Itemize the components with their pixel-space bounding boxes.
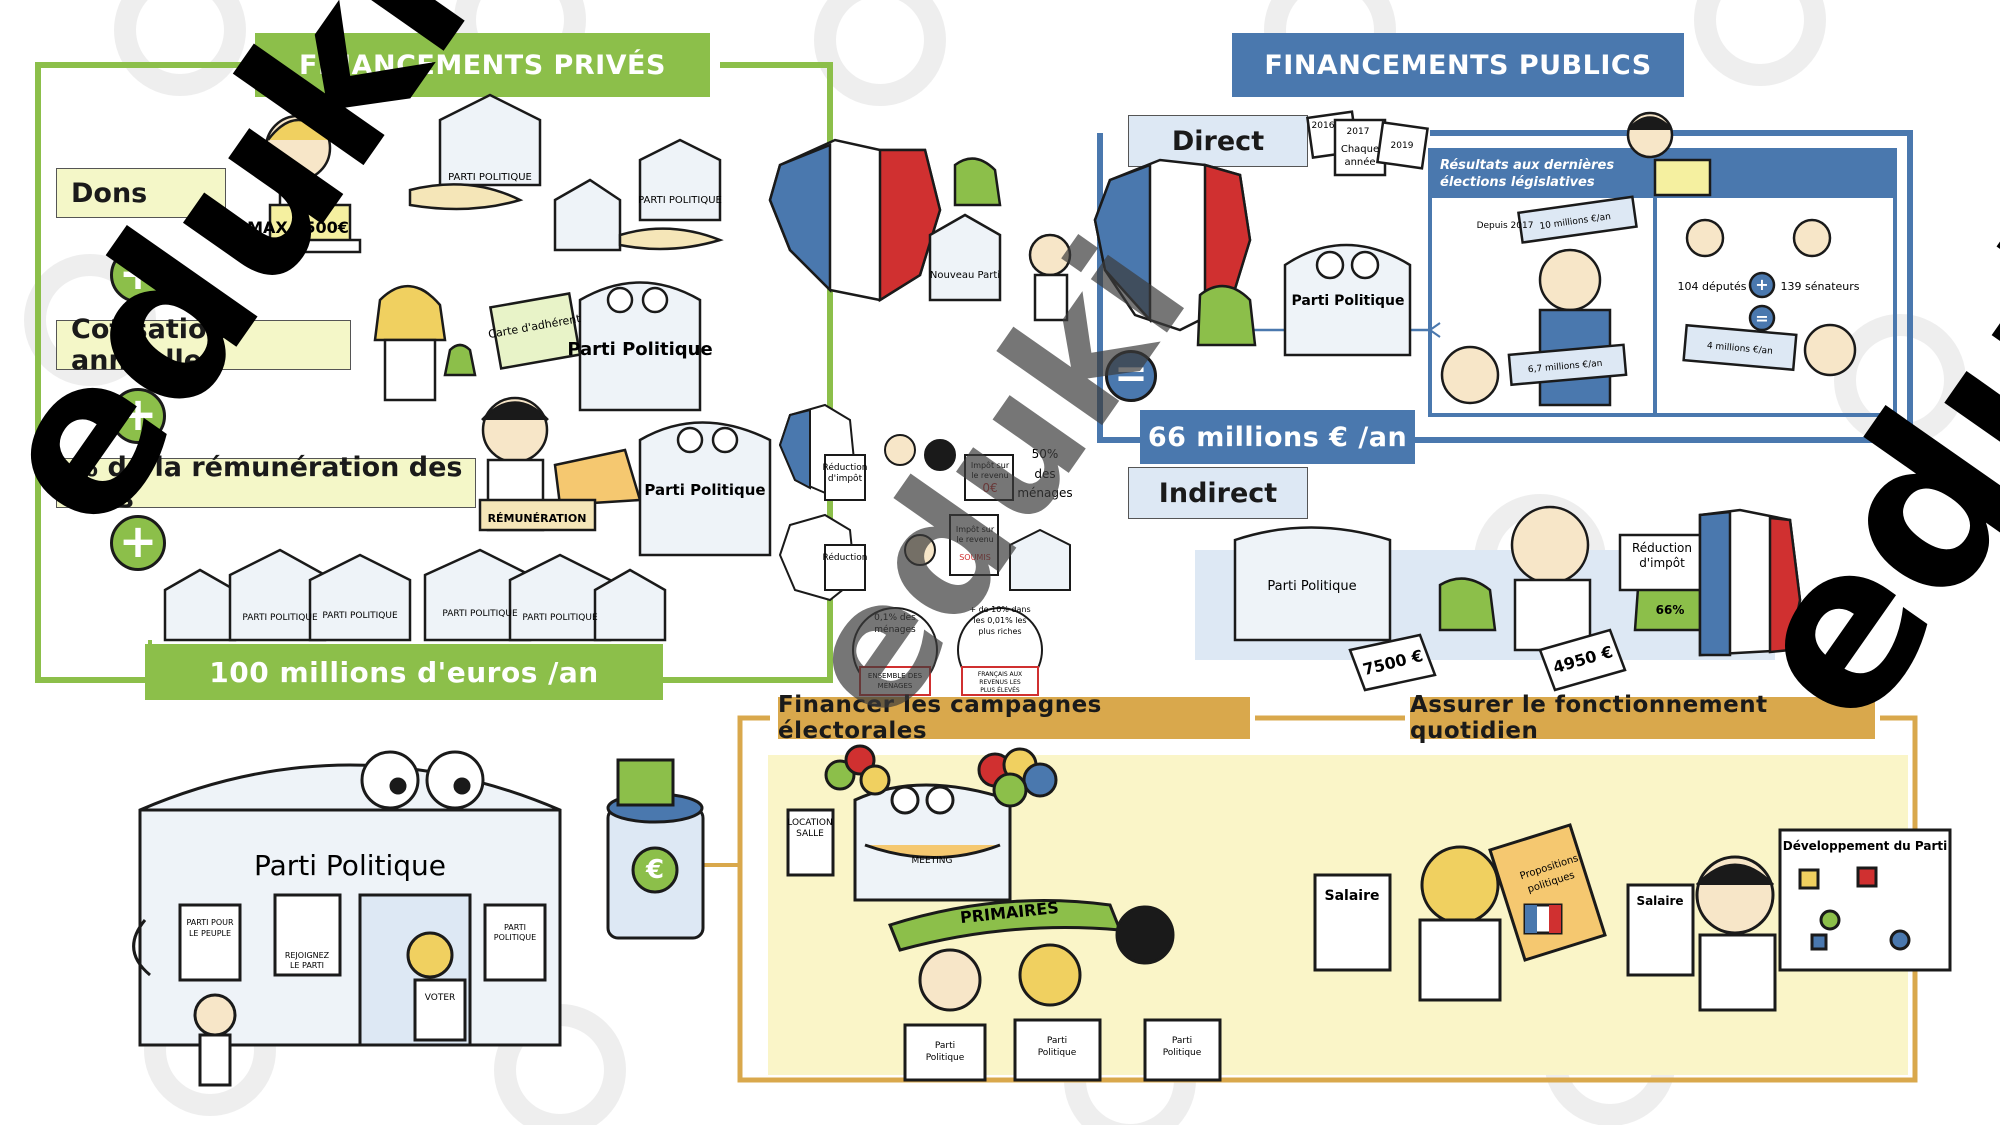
money-bag-icon bbox=[1438, 577, 1497, 632]
svg-text:Réduction: Réduction bbox=[823, 552, 868, 563]
svg-text:Impôt sur: Impôt sur bbox=[956, 524, 995, 534]
svg-text:=: = bbox=[1755, 309, 1768, 328]
svg-text:Parti Politique: Parti Politique bbox=[254, 849, 446, 882]
svg-text:PARTI POLITIQUE: PARTI POLITIQUE bbox=[322, 611, 398, 621]
svg-text:SOUMIS: SOUMIS bbox=[959, 553, 991, 562]
svg-text:PARTI POLITIQUE: PARTI POLITIQUE bbox=[442, 609, 518, 619]
svg-text:d'impôt: d'impôt bbox=[828, 473, 863, 484]
svg-text:Politique: Politique bbox=[1038, 1048, 1077, 1058]
plus-icon: + bbox=[110, 515, 166, 571]
svg-text:Nouveau Parti: Nouveau Parti bbox=[930, 270, 1000, 281]
svg-text:PLUS ÉLEVÉS: PLUS ÉLEVÉS bbox=[980, 686, 1020, 694]
svg-text:ménages: ménages bbox=[874, 624, 916, 635]
svg-text:0,1% des: 0,1% des bbox=[874, 613, 916, 623]
svg-text:année: année bbox=[1344, 156, 1375, 168]
svg-text:Parti Politique: Parti Politique bbox=[644, 481, 765, 499]
svg-text:Parti: Parti bbox=[935, 1041, 955, 1051]
svg-text:Parti Politique: Parti Politique bbox=[1291, 293, 1404, 309]
label-dons: Dons bbox=[56, 168, 226, 218]
svg-text:REVENUS LES: REVENUS LES bbox=[979, 679, 1021, 686]
private-header: FINANCEMENTS PRIVÉS bbox=[255, 33, 710, 97]
public-total: 66 millions € /an bbox=[1140, 410, 1415, 464]
svg-text:le revenu: le revenu bbox=[971, 471, 1009, 480]
svg-text:Politique: Politique bbox=[926, 1053, 965, 1063]
svg-text:ENSEMBLE DES: ENSEMBLE DES bbox=[868, 672, 923, 680]
svg-text:LOCATION: LOCATION bbox=[787, 818, 833, 828]
svg-text:les 0,01% les: les 0,01% les bbox=[973, 616, 1026, 625]
resultats-caption: Résultats aux dernières élections législ… bbox=[1440, 158, 1615, 190]
svg-text:€: € bbox=[645, 855, 664, 885]
svg-text:Politique: Politique bbox=[1163, 1048, 1202, 1058]
svg-text:VOTER: VOTER bbox=[425, 993, 456, 1003]
equals-icon: = bbox=[1105, 350, 1157, 402]
svg-text:2016: 2016 bbox=[1312, 121, 1335, 131]
svg-text:PARTI POLITIQUE: PARTI POLITIQUE bbox=[448, 172, 532, 183]
svg-text:d'impôt: d'impôt bbox=[1639, 556, 1685, 570]
private-total: 100 millions d'euros /an bbox=[145, 644, 663, 700]
label-direct: Direct bbox=[1128, 115, 1308, 167]
svg-text:le revenu: le revenu bbox=[956, 535, 994, 544]
svg-text:Impôt sur: Impôt sur bbox=[971, 460, 1010, 470]
svg-text:SALLE: SALLE bbox=[796, 829, 824, 839]
svg-text:LE PARTI: LE PARTI bbox=[290, 961, 324, 970]
svg-text:MÉNAGES: MÉNAGES bbox=[878, 681, 913, 690]
svg-text:2017: 2017 bbox=[1347, 127, 1370, 137]
svg-text:PARTI POLITIQUE: PARTI POLITIQUE bbox=[242, 613, 318, 623]
money-bag-icon bbox=[1196, 285, 1257, 347]
svg-text:104 députés: 104 députés bbox=[1677, 280, 1746, 293]
svg-text:des: des bbox=[1034, 467, 1055, 481]
svg-text:PARTI POUR: PARTI POUR bbox=[186, 918, 234, 927]
svg-text:Réduction: Réduction bbox=[1632, 541, 1692, 555]
public-header: FINANCEMENTS PUBLICS bbox=[1232, 33, 1684, 97]
svg-text:+: + bbox=[1755, 275, 1768, 294]
svg-text:50%: 50% bbox=[1032, 447, 1059, 461]
svg-text:Depuis 2017: Depuis 2017 bbox=[1477, 221, 1534, 231]
svg-text:PARTI POLITIQUE: PARTI POLITIQUE bbox=[522, 613, 598, 623]
svg-text:MEETING: MEETING bbox=[912, 856, 953, 866]
svg-text:Développement du Parti: Développement du Parti bbox=[1783, 839, 1947, 853]
label-cotisation: Cotisation annuelle bbox=[56, 314, 351, 376]
svg-text:ménages: ménages bbox=[1017, 486, 1072, 500]
plus-icon: + bbox=[110, 247, 166, 303]
svg-text:MAX 7500€: MAX 7500€ bbox=[247, 218, 349, 237]
svg-text:Réduction: Réduction bbox=[823, 462, 868, 473]
campagnes-header: Financer les campagnes électorales bbox=[778, 692, 1250, 744]
label-indirect: Indirect bbox=[1128, 467, 1308, 519]
label-remuneration: % de la rémunération des élus bbox=[56, 452, 476, 514]
svg-text:PARTI POLITIQUE: PARTI POLITIQUE bbox=[638, 195, 722, 206]
svg-text:Parti: Parti bbox=[1047, 1036, 1067, 1046]
svg-text:REJOIGNEZ: REJOIGNEZ bbox=[285, 951, 330, 960]
svg-text:139 sénateurs: 139 sénateurs bbox=[1780, 280, 1859, 293]
svg-text:LE PEUPLE: LE PEUPLE bbox=[189, 929, 231, 938]
svg-text:0€: 0€ bbox=[982, 481, 997, 495]
svg-text:plus riches: plus riches bbox=[978, 627, 1021, 636]
svg-text:Salaire: Salaire bbox=[1325, 888, 1380, 904]
svg-text:66%: 66% bbox=[1656, 603, 1685, 617]
svg-text:Salaire: Salaire bbox=[1636, 894, 1683, 908]
svg-text:2019: 2019 bbox=[1391, 141, 1414, 151]
svg-text:FRANÇAIS AUX: FRANÇAIS AUX bbox=[978, 671, 1022, 678]
plus-icon: + bbox=[110, 388, 166, 444]
svg-text:Parti: Parti bbox=[1172, 1036, 1192, 1046]
svg-text:Chaque: Chaque bbox=[1341, 144, 1379, 155]
svg-text:Parti Politique: Parti Politique bbox=[567, 339, 712, 360]
svg-text:+ de 10% dans: + de 10% dans bbox=[969, 605, 1030, 614]
money-bag-icon bbox=[443, 343, 477, 377]
money-bag-icon bbox=[953, 157, 1002, 207]
svg-text:PARTI: PARTI bbox=[504, 923, 526, 932]
svg-text:RÉMUNÉRATION: RÉMUNÉRATION bbox=[488, 512, 587, 525]
svg-text:POLITIQUE: POLITIQUE bbox=[494, 933, 536, 942]
svg-text:Parti Politique: Parti Politique bbox=[1267, 579, 1356, 594]
